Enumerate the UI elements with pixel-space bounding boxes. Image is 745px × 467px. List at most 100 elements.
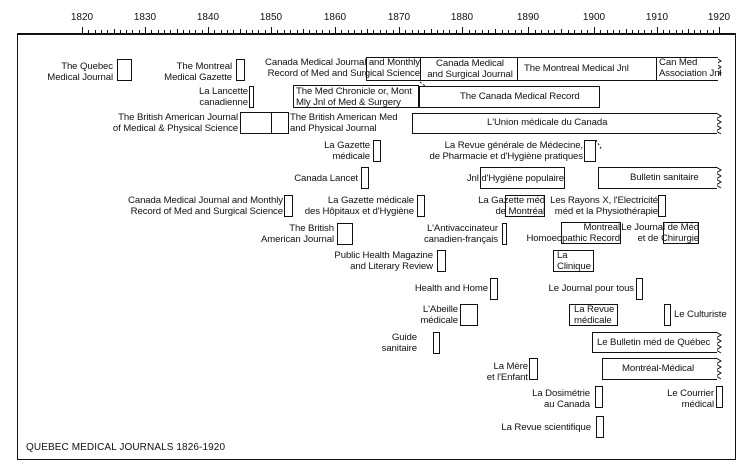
- tick-major: [335, 27, 336, 34]
- label-bulletin-med-quebec: Le Bulletin méd de Québec: [597, 337, 711, 348]
- bar-rayons-x: [658, 195, 666, 217]
- bar-le-culturiste: [664, 304, 671, 326]
- tick-minor: [424, 30, 425, 34]
- tick-minor: [600, 30, 601, 34]
- tick-minor: [341, 30, 342, 34]
- label-montreal-medical: Montréal-Médical: [622, 363, 694, 374]
- bar-montreal-medical-jnl: [517, 57, 657, 81]
- bar-montreal-medical-gazette: [236, 59, 245, 81]
- tick-minor: [688, 29, 689, 34]
- tick-minor: [437, 30, 438, 34]
- tick-minor: [114, 29, 115, 34]
- tick-minor: [669, 30, 670, 34]
- tick-minor: [554, 30, 555, 34]
- tick-minor: [309, 30, 310, 34]
- tick-minor: [189, 30, 190, 34]
- tick-minor: [431, 29, 432, 34]
- tick-minor: [329, 30, 330, 34]
- year-label-1890: 1890: [516, 12, 540, 23]
- timeline-frame: [17, 34, 736, 460]
- tick-minor: [626, 29, 627, 34]
- bar-gazette-med-montreal: [505, 195, 545, 217]
- year-label-1840: 1840: [196, 12, 220, 23]
- tick-minor: [581, 30, 582, 34]
- bar-montreal-medical: [602, 358, 717, 380]
- tick-minor: [322, 30, 323, 34]
- tick-minor: [120, 30, 121, 34]
- bar-cmj-record-2: [284, 195, 293, 217]
- tick-minor: [158, 30, 159, 34]
- tick-minor: [151, 30, 152, 34]
- bar-can-med-association: [656, 57, 718, 81]
- bar-montreal-homoeopathic: [561, 222, 621, 244]
- bar-health-and-home: [490, 278, 498, 300]
- label-union-medicale: L'Union médicale du Canada: [487, 117, 608, 128]
- bar-public-health-magazine: [437, 250, 446, 272]
- bar-journal-pour-tous: [636, 278, 643, 300]
- figure-caption: QUEBEC MEDICAL JOURNALS 1826-1920: [26, 442, 226, 453]
- year-label-1870: 1870: [387, 12, 411, 23]
- tick-minor: [475, 30, 476, 34]
- tick-minor: [101, 30, 102, 34]
- label-revue-generale: La Revue générale de Médecine,de Pharmac…: [429, 140, 583, 162]
- tick-major: [271, 27, 272, 34]
- tick-minor: [265, 30, 266, 34]
- timeline-axis: [17, 33, 736, 34]
- tick-major: [719, 27, 720, 34]
- tick-major: [82, 27, 83, 34]
- tick-major: [145, 27, 146, 34]
- tick-minor: [95, 30, 96, 34]
- tick-minor: [126, 30, 127, 34]
- tick-minor: [682, 30, 683, 34]
- label-health-and-home: Health and Home: [414, 283, 488, 294]
- tick-minor: [568, 30, 569, 34]
- bar-revue-medicale: [569, 304, 618, 326]
- bar-bulletin-med-quebec: [592, 332, 717, 353]
- tick-minor: [502, 30, 503, 34]
- tick-minor: [221, 30, 222, 34]
- tick-minor: [561, 29, 562, 34]
- tick-minor: [707, 30, 708, 34]
- tick-minor: [676, 30, 677, 34]
- year-label-1920: 1920: [707, 12, 731, 23]
- tick-minor: [651, 30, 652, 34]
- label-canada-medical-record: The Canada Medical Record: [460, 91, 580, 102]
- bar-cmj-surgical: [420, 57, 518, 81]
- tick-minor: [170, 30, 171, 34]
- bar-courrier-medical: [716, 386, 723, 408]
- tick-minor: [405, 30, 406, 34]
- tick-minor: [240, 29, 241, 34]
- bar-journal-med-chirurgie: [663, 222, 699, 244]
- tick-major: [528, 27, 529, 34]
- tick-minor: [386, 30, 387, 34]
- tick-minor: [713, 30, 714, 34]
- bar-union-medicale: [412, 113, 717, 134]
- tick-minor: [443, 30, 444, 34]
- tick-minor: [290, 30, 291, 34]
- bar-canada-medical-record: [419, 86, 600, 108]
- tick-minor: [644, 30, 645, 34]
- tick-minor: [469, 30, 470, 34]
- tick-minor: [202, 30, 203, 34]
- bar-revue-scientifique: [596, 416, 604, 438]
- tick-minor: [252, 30, 253, 34]
- tick-minor: [456, 30, 457, 34]
- tick-minor: [183, 30, 184, 34]
- tick-minor: [139, 30, 140, 34]
- tick-minor: [297, 30, 298, 34]
- bar-guide-sanitaire: [433, 332, 440, 354]
